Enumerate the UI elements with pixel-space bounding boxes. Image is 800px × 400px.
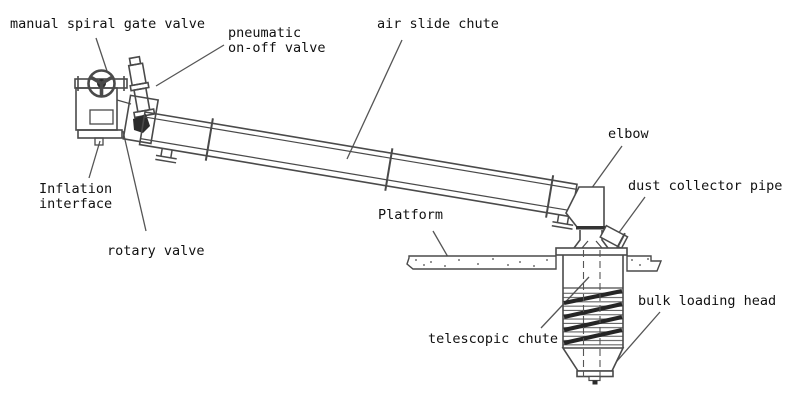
leader-air-slide-chute xyxy=(346,39,403,160)
base-plate xyxy=(77,129,123,139)
mount-flange-plate xyxy=(555,247,628,256)
centerline-dashed xyxy=(582,250,601,377)
air-slide-chute-shape xyxy=(138,111,578,230)
label-telescopic-chute: telescopic chute xyxy=(428,331,559,347)
chute-flange-icon xyxy=(545,175,555,218)
label-pneumatic-on-off-valve: pneumatic on-off valve xyxy=(228,25,326,56)
bulk-loading-head-cone xyxy=(561,347,625,372)
label-dust-collector-pipe: dust collector pipe xyxy=(628,178,783,194)
label-air-slide-chute: air slide chute xyxy=(377,16,499,32)
elbow-shape xyxy=(565,186,609,249)
leader-platform xyxy=(432,230,449,258)
platform-stipple xyxy=(415,258,649,267)
head-bottom-flange xyxy=(576,370,614,378)
chute-flange-icon xyxy=(384,148,394,191)
label-manual-spiral-gate-valve: manual spiral gate valve xyxy=(10,16,206,32)
rotary-valve-junction xyxy=(122,94,160,145)
label-platform: Platform xyxy=(378,207,444,223)
label-rotary-valve: rotary valve xyxy=(107,243,205,259)
body-window xyxy=(89,109,114,125)
telescopic-chute-shape xyxy=(561,250,625,385)
gate-valve-unit xyxy=(74,69,132,146)
platform-shape xyxy=(406,255,663,272)
label-inflation-interface: Inflation interface xyxy=(39,181,113,212)
label-bulk-loading-head: bulk loading head xyxy=(638,293,777,309)
leader-rotary-valve xyxy=(122,130,147,232)
dust-collector-pipe-shape xyxy=(599,224,629,250)
handwheel-icon xyxy=(87,69,116,98)
leader-pneumatic-on-off-valve xyxy=(155,44,225,87)
chute-foot-bracket xyxy=(155,148,177,164)
label-elbow: elbow xyxy=(608,126,649,142)
leader-inflation-interface xyxy=(88,140,101,179)
inflation-nub xyxy=(94,137,104,146)
leader-manual-spiral-gate-valve xyxy=(95,37,108,72)
spiral-bands xyxy=(563,288,623,346)
chute-foot-bracket xyxy=(551,214,574,230)
chute-flange-icon xyxy=(204,118,214,161)
leader-dust-collector-pipe xyxy=(614,196,646,239)
rotary-valve-body xyxy=(133,114,150,133)
